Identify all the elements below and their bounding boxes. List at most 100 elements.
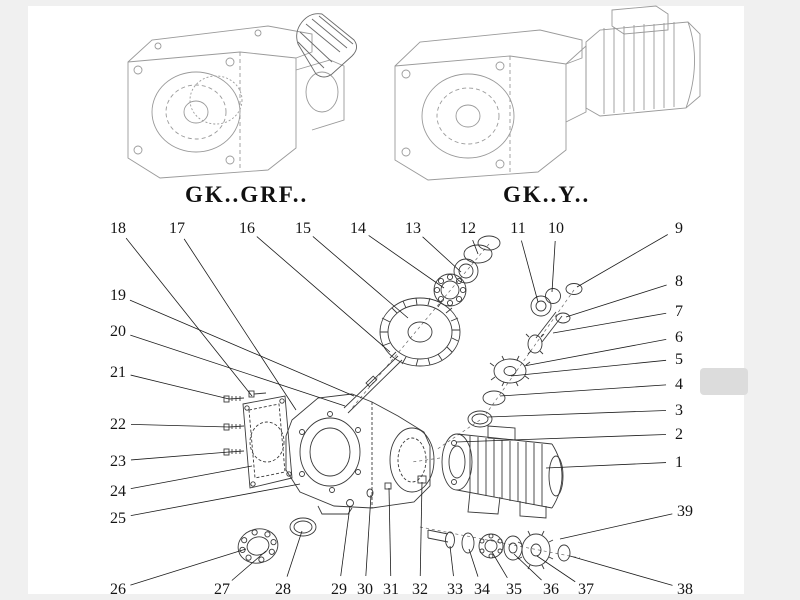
assembled-gearbox-grf-drawing bbox=[127, 13, 357, 179]
leader-line-39 bbox=[559, 513, 673, 540]
gearbox-housing bbox=[285, 393, 435, 515]
leader-line-5 bbox=[510, 359, 667, 377]
big-gear bbox=[379, 297, 461, 367]
leader-line-3 bbox=[487, 410, 667, 418]
retaining-rings-12 bbox=[463, 235, 501, 264]
leader-line-33 bbox=[449, 545, 454, 577]
leader-line-14 bbox=[368, 235, 445, 289]
callout-number-8: 8 bbox=[675, 273, 683, 290]
leader-line-1 bbox=[545, 462, 667, 469]
leader-line-2 bbox=[455, 434, 667, 443]
watermark bbox=[700, 368, 748, 395]
motor bbox=[441, 425, 564, 519]
callout-number-35: 35 bbox=[506, 581, 522, 598]
callout-number-22: 22 bbox=[110, 416, 126, 433]
callout-number-39: 39 bbox=[677, 503, 693, 520]
leader-line-36 bbox=[513, 553, 542, 581]
callout-number-20: 20 bbox=[110, 323, 126, 340]
callout-number-5: 5 bbox=[675, 351, 683, 368]
gear-36 bbox=[503, 535, 523, 561]
leader-line-23 bbox=[130, 451, 230, 461]
cover-plate bbox=[242, 395, 293, 489]
output-shaft-assembly bbox=[427, 529, 571, 570]
leader-line-6 bbox=[523, 338, 667, 367]
gear-5-6 bbox=[489, 355, 531, 387]
callout-number-26: 26 bbox=[110, 581, 126, 598]
end-cap-38 bbox=[557, 544, 571, 562]
motor-drawing bbox=[565, 5, 701, 123]
model-label-grf: GK..GRF.. bbox=[185, 182, 309, 207]
callout-number-10: 10 bbox=[548, 220, 564, 237]
ring-28 bbox=[289, 517, 317, 537]
leader-line-17 bbox=[183, 238, 297, 411]
oil-seal-3 bbox=[467, 410, 493, 428]
callout-number-15: 15 bbox=[295, 220, 311, 237]
leader-line-37 bbox=[536, 555, 576, 583]
leader-line-27 bbox=[231, 550, 267, 581]
leader-line-26 bbox=[130, 548, 247, 586]
leader-line-34 bbox=[468, 548, 479, 577]
leader-line-32 bbox=[419, 481, 423, 577]
bearing-14 bbox=[433, 273, 467, 307]
callout-number-24: 24 bbox=[110, 483, 126, 500]
leader-line-10 bbox=[551, 240, 556, 293]
leader-line-30 bbox=[365, 494, 372, 577]
washer-4 bbox=[482, 390, 506, 406]
input-pinion-group bbox=[467, 283, 583, 428]
ring-9 bbox=[565, 283, 583, 295]
callout-number-37: 37 bbox=[578, 581, 594, 598]
callout-number-11: 11 bbox=[510, 220, 525, 237]
callout-number-25: 25 bbox=[110, 510, 126, 527]
leader-line-13 bbox=[422, 236, 462, 273]
callout-number-18: 18 bbox=[110, 220, 126, 237]
callout-number-3: 3 bbox=[675, 402, 683, 419]
leader-line-15 bbox=[312, 236, 409, 319]
callout-number-16: 16 bbox=[239, 220, 255, 237]
pinion-shaft-7 bbox=[525, 311, 563, 355]
callout-number-31: 31 bbox=[383, 581, 399, 598]
callout-number-9: 9 bbox=[675, 220, 683, 237]
leader-line-35 bbox=[491, 551, 508, 579]
leader-line-20 bbox=[130, 334, 346, 407]
leader-line-18 bbox=[125, 237, 253, 397]
leader-line-28 bbox=[286, 530, 303, 577]
leader-line-22 bbox=[130, 423, 230, 428]
leader-line-38 bbox=[569, 555, 673, 586]
leader-line-29 bbox=[340, 505, 351, 577]
assembled-gearbox-y-drawing bbox=[394, 5, 701, 181]
leader-line-31 bbox=[388, 487, 392, 577]
leader-line-11 bbox=[521, 240, 539, 303]
washer-33 bbox=[445, 531, 455, 549]
bearing-26-27 bbox=[237, 528, 279, 564]
callout-number-4: 4 bbox=[675, 376, 683, 393]
spacer-34 bbox=[461, 532, 475, 554]
callout-number-17: 17 bbox=[169, 220, 185, 237]
callout-number-28: 28 bbox=[275, 581, 291, 598]
callout-number-12: 12 bbox=[460, 220, 476, 237]
callout-number-32: 32 bbox=[412, 581, 428, 598]
callout-number-23: 23 bbox=[110, 453, 126, 470]
callout-number-34: 34 bbox=[474, 581, 490, 598]
leader-line-24 bbox=[130, 465, 253, 490]
leader-line-4 bbox=[499, 384, 667, 397]
finned-input-cap bbox=[296, 13, 357, 78]
washer-8 bbox=[555, 312, 571, 324]
callout-number-7: 7 bbox=[675, 303, 683, 320]
callout-number-1: 1 bbox=[675, 454, 683, 471]
callout-number-36: 36 bbox=[543, 581, 559, 598]
leader-line-19 bbox=[129, 299, 355, 397]
gear-37 bbox=[517, 530, 554, 570]
output-bearing-group bbox=[237, 517, 317, 564]
bearing-10-11 bbox=[530, 288, 561, 317]
bearing-35 bbox=[478, 533, 504, 559]
leader-line-25 bbox=[130, 483, 301, 517]
big-gear-shaft-group bbox=[343, 235, 501, 414]
callout-number-27: 27 bbox=[214, 581, 230, 598]
callout-number-2: 2 bbox=[675, 426, 683, 443]
leader-line-12 bbox=[472, 239, 479, 255]
callout-number-33: 33 bbox=[447, 581, 463, 598]
callout-number-21: 21 bbox=[110, 364, 126, 381]
